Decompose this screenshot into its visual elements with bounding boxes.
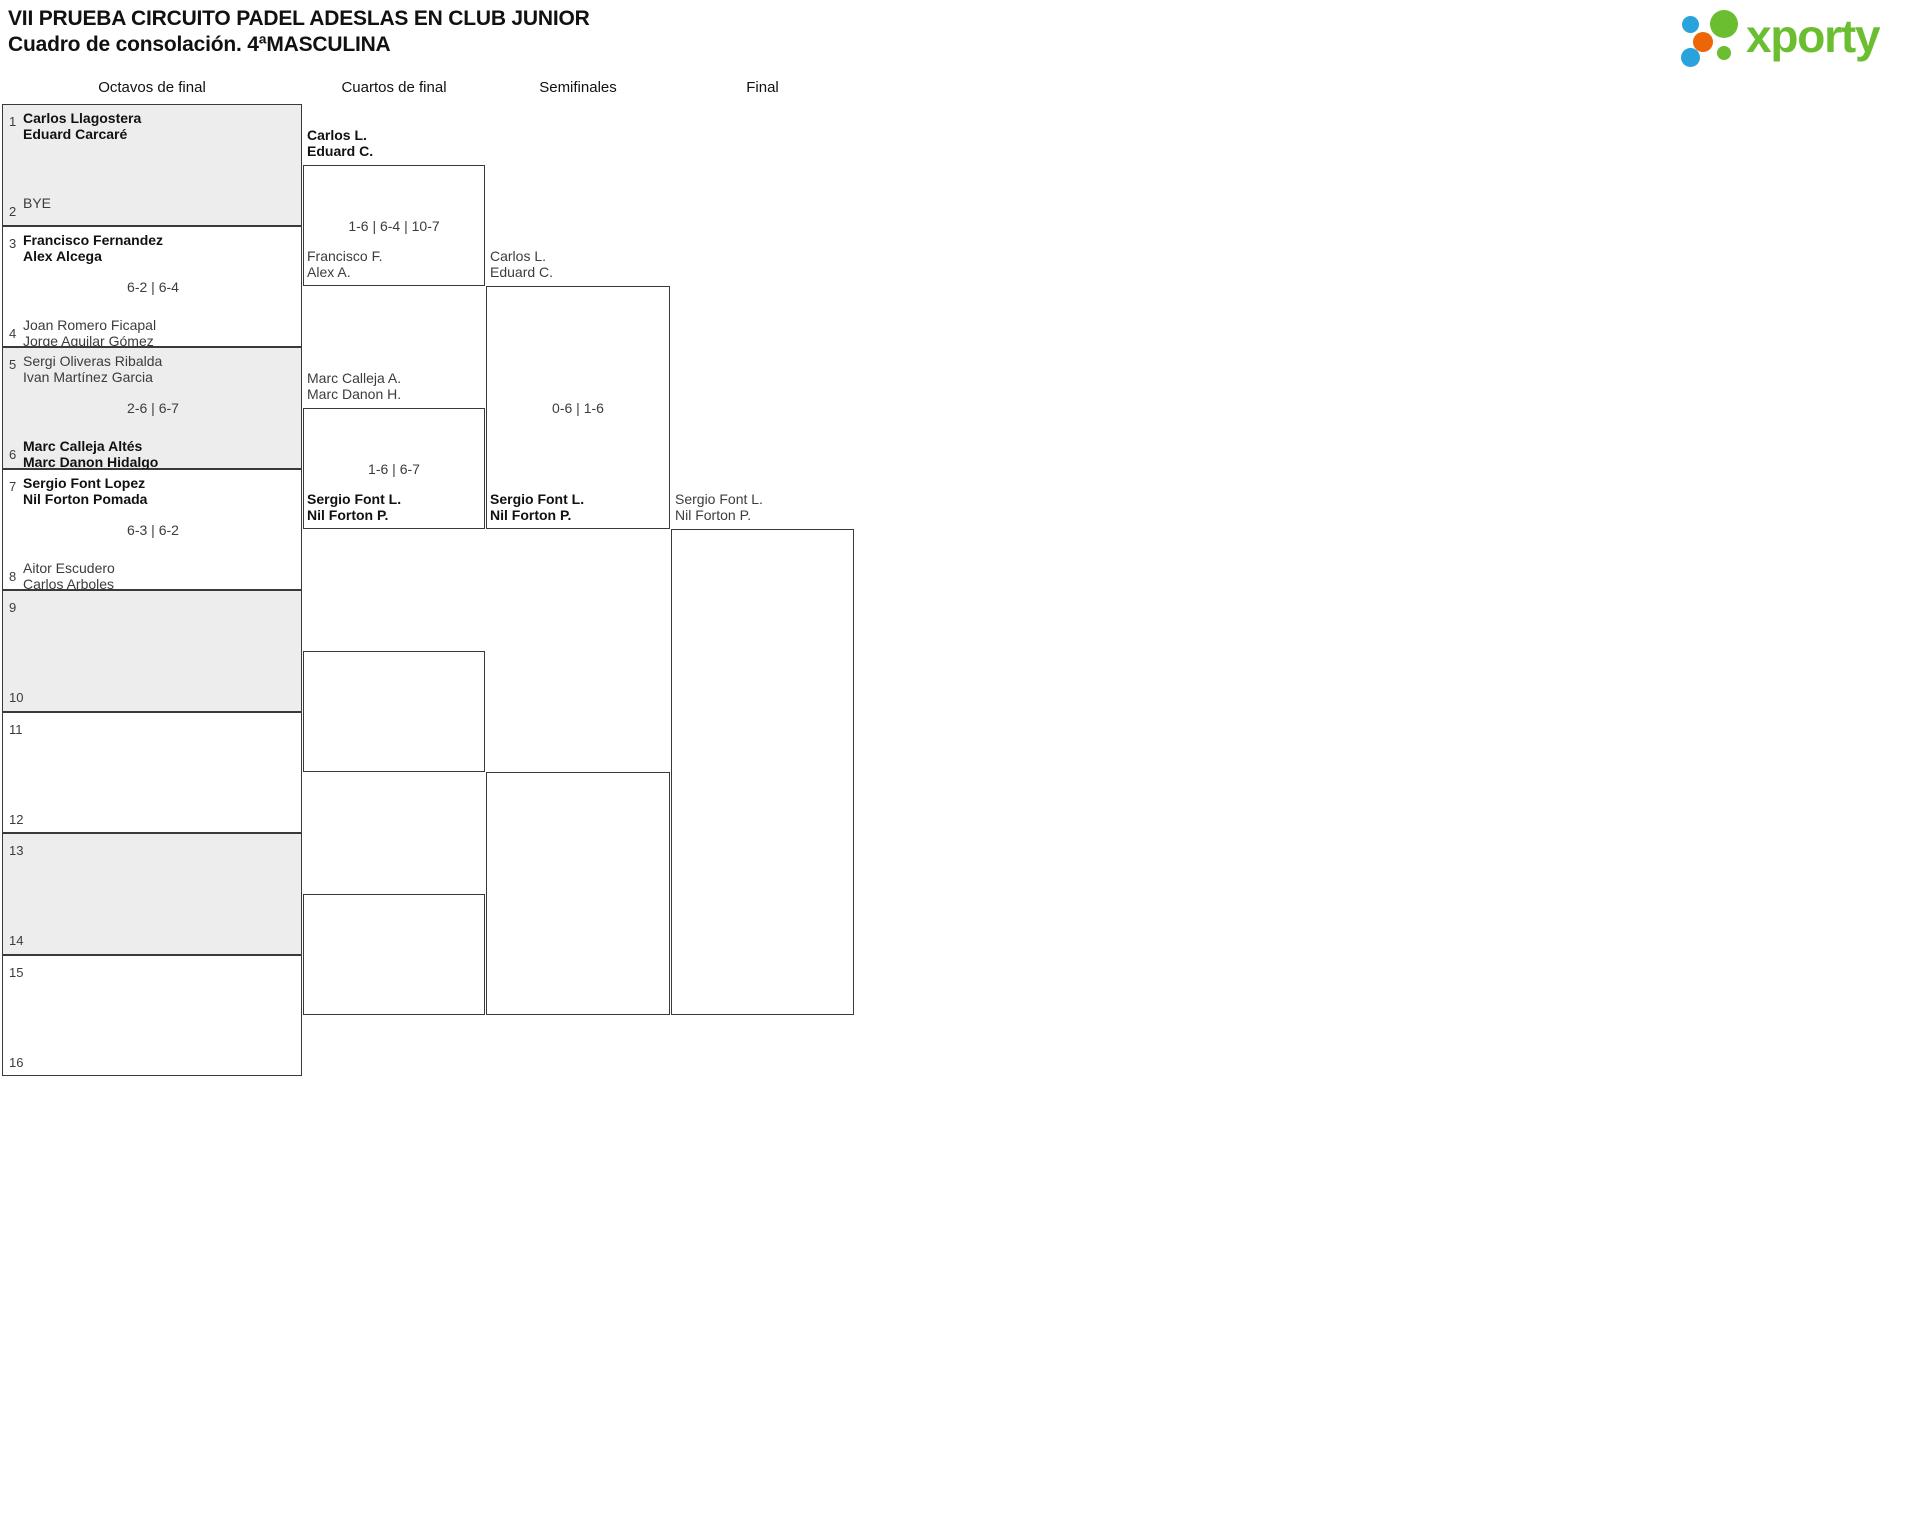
round2-match-1[interactable] [303, 164, 485, 287]
logo-dot-blue-top-icon [1682, 16, 1699, 33]
player-name: Alex Alcega [23, 247, 102, 264]
round1-match-7[interactable]: 13 14 [2, 833, 302, 955]
round2-match-score: 1-6 | 6-4 | 10-7 [348, 217, 440, 234]
round3-match-1[interactable] [486, 286, 670, 530]
round2-player-name: Alex A. [307, 264, 351, 281]
round2-match-4[interactable] [303, 893, 485, 1016]
player-name: Marc Danon Hidalgo [23, 454, 159, 470]
player-name: Carlos Llagostera [23, 110, 142, 126]
player-name: Sergi Oliveras Ribalda [23, 353, 163, 369]
round2-match-2[interactable] [303, 407, 485, 530]
seed-number: 6 [9, 447, 17, 462]
seed-number: 15 [9, 964, 24, 980]
seed-number: 5 [9, 357, 17, 372]
round2-match-score: 1-6 | 6-7 [368, 460, 420, 477]
seed-number: 14 [9, 933, 24, 948]
round2-player-name: Marc Calleja A. [307, 369, 402, 386]
seed-number: 8 [9, 568, 17, 584]
seed-number: 2 [9, 204, 17, 219]
player-name: Marc Calleja Altés [23, 438, 143, 454]
player-name: Nil Forton Pomada [23, 490, 148, 507]
round3-match-score: 0-6 | 1-6 [552, 399, 604, 416]
page-header: VII PRUEBA CIRCUITO PADEL ADESLAS EN CLU… [8, 6, 1208, 58]
round2-match-3[interactable] [303, 650, 485, 773]
player-name: Ivan Martínez Garcia [23, 369, 153, 385]
round-heading-cuartos: Cuartos de final [341, 79, 447, 96]
player-name: Eduard Carcaré [23, 126, 128, 142]
seed-number: 3 [9, 235, 17, 251]
player-name: Joan Romero Ficapal [23, 316, 157, 333]
round-heading-octavos: Octavos de final [98, 79, 206, 96]
logo-dot-orange-icon [1693, 32, 1713, 52]
player-name: Carlos Arboles [23, 575, 115, 592]
round1-match-6[interactable]: 11 12 [2, 711, 302, 833]
round3-match-2[interactable] [486, 772, 670, 1016]
seed-number: 16 [9, 1054, 24, 1070]
round2-player-name: Francisco F. [307, 248, 383, 265]
seed-number: 9 [9, 600, 17, 615]
round3-player-name: Eduard C. [490, 264, 554, 281]
seed-number: 10 [9, 690, 24, 705]
match-score: 2-6 | 6-7 [127, 400, 179, 416]
round2-player-name: Sergio Font L. [307, 491, 402, 508]
round3-player-name: Sergio Font L. [490, 491, 585, 508]
player-name: Aitor Escudero [23, 559, 115, 576]
bracket-subtitle: Cuadro de consolación. 4ªMASCULINA [8, 33, 391, 56]
logo-dot-green-large-icon [1710, 10, 1738, 38]
round4-match-1[interactable] [671, 529, 854, 1016]
round3-player-name: Nil Forton P. [490, 507, 572, 524]
logo-dot-green-small-icon [1717, 46, 1731, 60]
player-name: Francisco Fernandez [23, 231, 164, 248]
seed-number: 7 [9, 478, 17, 494]
round-heading-final: Final [746, 79, 779, 96]
round1-match-5[interactable]: 9 10 [2, 590, 302, 712]
xporty-logo: xporty [1680, 8, 1902, 67]
round2-player-name: Eduard C. [307, 142, 374, 159]
page-title: VII PRUEBA CIRCUITO PADEL ADESLAS EN CLU… [8, 7, 590, 30]
match-score: 6-2 | 6-4 [127, 278, 179, 295]
seed-number: 11 [9, 721, 23, 737]
seed-number: 1 [9, 114, 17, 129]
round2-player-name: Marc Danon H. [307, 385, 402, 402]
round4-player-name: Nil Forton P. [675, 507, 751, 524]
seed-number: 12 [9, 811, 24, 827]
logo-dot-blue-bottom-icon [1681, 48, 1700, 67]
round2-player-name: Nil Forton P. [307, 507, 389, 524]
match-score: 6-3 | 6-2 [127, 521, 179, 538]
round4-player-name: Sergio Font L. [675, 491, 763, 508]
round-heading-semifinales: Semifinales [539, 79, 617, 96]
seed-number: 4 [9, 325, 17, 341]
player-name: BYE [23, 195, 52, 211]
logo-wordmark: xporty [1746, 10, 1881, 62]
player-name: Sergio Font Lopez [23, 474, 146, 491]
seed-number: 13 [9, 843, 24, 858]
round2-player-name: Carlos L. [307, 126, 367, 143]
round3-player-name: Carlos L. [490, 248, 547, 265]
player-name: Jorge Aguilar Gómez [23, 332, 154, 349]
